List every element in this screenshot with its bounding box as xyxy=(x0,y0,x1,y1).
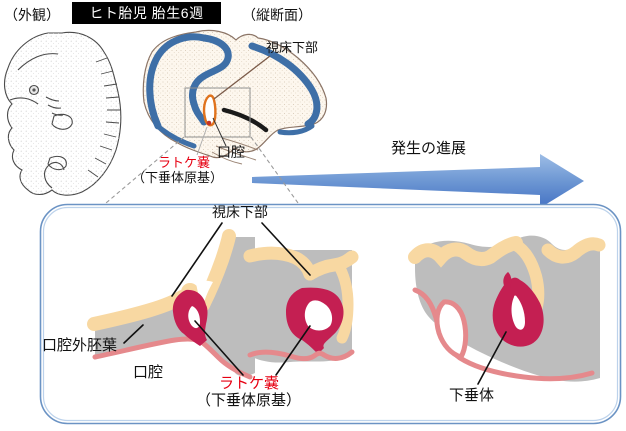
hypothalamus-pointer-stage1 xyxy=(171,222,223,297)
zoom-region-box xyxy=(184,87,251,138)
oral-cavity-pointer-top xyxy=(212,117,227,147)
sagittal-view-label: （縦断面） xyxy=(242,7,312,23)
stage2-oral-epithelium xyxy=(247,349,355,362)
rathke-pouch-label-panel: ラトケ嚢 xyxy=(219,375,280,392)
rathke-pointer-top xyxy=(196,126,208,156)
hypothalamus-label-panel: 視床下部 xyxy=(212,204,268,220)
progress-arrow xyxy=(252,154,584,208)
stage3-pituitary-lumen xyxy=(511,295,525,330)
zoom-dashed-lines xyxy=(105,136,299,204)
rathke-pointer-stage1 xyxy=(194,320,244,376)
oral-cavity-label-top: 口腔 xyxy=(217,144,245,160)
developmental-progression-label: 発生の進展 xyxy=(391,140,467,157)
stage2-drawing xyxy=(243,246,359,363)
oral-roof-arc xyxy=(221,107,269,133)
pituitary-pointer xyxy=(477,331,507,385)
embryo-somites xyxy=(87,57,120,178)
embryo-head-fold xyxy=(9,53,59,105)
stage2-infundibulum xyxy=(334,262,354,344)
embryo-arm-bud xyxy=(51,113,73,130)
stage1-drawing xyxy=(87,229,255,380)
hypothalamus-pointer-stage2 xyxy=(261,222,311,276)
hypothalamus-pointer-top xyxy=(213,55,271,100)
hypothalamus-label-top: 視床下部 xyxy=(266,40,319,55)
pituitary-primordium-label-panel: （下垂体原基） xyxy=(196,392,302,409)
panel-pointer-lines xyxy=(123,222,507,385)
rathke-pouch-label-top: ラトケ嚢 xyxy=(158,155,211,170)
stage3-pituitary-tip xyxy=(503,272,512,288)
stage3-drawing xyxy=(408,235,606,382)
neural-tube-band xyxy=(146,33,321,149)
rathke-pointer-stage2 xyxy=(275,325,311,376)
rathke-pouch-small xyxy=(202,94,217,127)
oral-ectoderm-pointer xyxy=(123,324,144,344)
stage3-neural-ectoderm xyxy=(408,236,523,268)
embryo-illustration xyxy=(3,31,122,196)
oral-cavity-label-panel: 口腔 xyxy=(133,364,164,381)
title-box: ヒト胎児 胎生6週 xyxy=(72,2,221,24)
embryo-leg-bud xyxy=(47,155,67,171)
pituitary-primordium-label-top: （下垂体原基） xyxy=(132,170,224,185)
pouch-tip-dot xyxy=(206,120,212,126)
mouth-lines xyxy=(211,137,259,165)
external-view-label: （外観） xyxy=(4,7,60,23)
stage2-pouch-lumen xyxy=(304,300,333,331)
pituitary-label: 下垂体 xyxy=(449,387,495,404)
embryo-tail-curl xyxy=(43,161,65,189)
stage3-stalk-remnant-pocket xyxy=(434,299,469,360)
oral-ectoderm-label: 口腔外胚葉 xyxy=(42,337,118,354)
stage1-neural-column-band xyxy=(196,229,236,312)
sagittal-section-illustration xyxy=(142,29,328,165)
